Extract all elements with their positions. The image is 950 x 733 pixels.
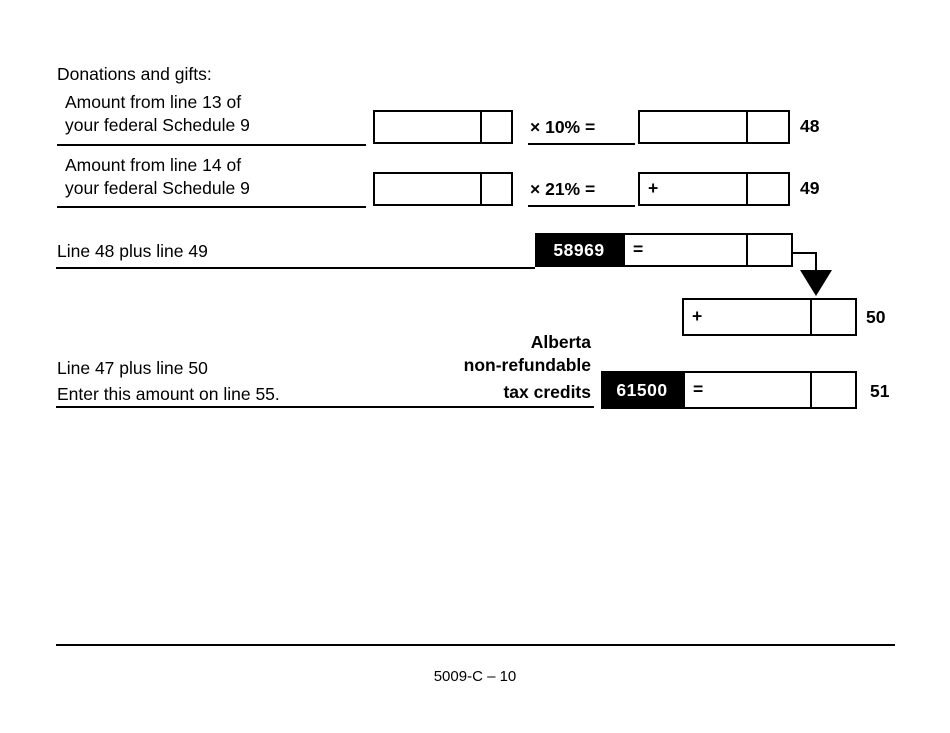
row-48-label-line2: your federal Schedule 9 [65, 115, 250, 135]
row-49-result-prefix: + [648, 178, 659, 199]
row-48-label-underline [57, 144, 366, 146]
credit-label-line1: Alberta [530, 332, 591, 352]
row-50-dollars[interactable]: + [684, 300, 810, 334]
row-49-label-line1: Amount from line 14 of [65, 155, 242, 175]
total-line-number-tag: 61500 [601, 371, 683, 409]
connector-horizontal [793, 252, 817, 254]
row-48-input-box[interactable] [373, 110, 513, 144]
row-50-cents[interactable] [810, 300, 855, 334]
total-label-underline [56, 406, 594, 408]
row-51-box[interactable]: = [683, 371, 857, 409]
footer-divider [56, 644, 895, 646]
row-48-result-dollars[interactable] [640, 112, 746, 142]
row-48-label-line1: Amount from line 13 of [65, 92, 242, 112]
row-49-operator-underline [528, 205, 635, 207]
subtotal-box[interactable]: = [623, 233, 793, 267]
row-49-input-box[interactable] [373, 172, 513, 206]
subtotal-cents[interactable] [746, 235, 791, 265]
row-51-operator: = [693, 379, 704, 400]
row-49-label-underline [57, 206, 366, 208]
row-48-input-cents[interactable] [480, 112, 511, 142]
row-49-result-cents[interactable] [746, 174, 788, 204]
row-51-dollars[interactable]: = [685, 373, 810, 407]
row-51-ref-number: 51 [870, 381, 890, 401]
footer-page-code: 5009-C – 10 [433, 668, 517, 685]
row-49-input-dollars[interactable] [375, 174, 480, 204]
row-48-result-cents[interactable] [746, 112, 788, 142]
row-49-result-box[interactable]: + [638, 172, 790, 206]
row-49-input-cents[interactable] [480, 174, 511, 204]
section-heading: Donations and gifts: [57, 64, 212, 84]
down-arrow-icon [800, 270, 832, 296]
row-48-ref-number: 48 [800, 116, 820, 136]
row-48-operator: × 10% = [530, 117, 596, 137]
row-49-result-dollars[interactable]: + [640, 174, 746, 204]
credit-label-line3: tax credits [503, 382, 591, 402]
row-49-ref-number: 49 [800, 178, 820, 198]
subtotal-dollars[interactable]: = [625, 235, 746, 265]
subtotal-line-number-tag: 58969 [535, 233, 623, 267]
row-50-ref-number: 50 [866, 307, 886, 327]
row-51-cents[interactable] [810, 373, 855, 407]
row-50-box[interactable]: + [682, 298, 857, 336]
total-label-line2: Enter this amount on line 55. [57, 384, 280, 404]
row-48-result-box[interactable] [638, 110, 790, 144]
connector-vertical [815, 252, 817, 274]
row-50-prefix: + [692, 306, 703, 327]
subtotal-label-underline [56, 267, 535, 269]
row-49-operator: × 21% = [530, 179, 596, 199]
subtotal-operator: = [633, 239, 644, 260]
total-label-line1: Line 47 plus line 50 [57, 358, 208, 378]
row-48-input-dollars[interactable] [375, 112, 480, 142]
row-48-operator-underline [528, 143, 635, 145]
row-49-label-line2: your federal Schedule 9 [65, 178, 250, 198]
credit-label-line2: non-refundable [463, 355, 591, 375]
subtotal-label: Line 48 plus line 49 [57, 241, 208, 261]
